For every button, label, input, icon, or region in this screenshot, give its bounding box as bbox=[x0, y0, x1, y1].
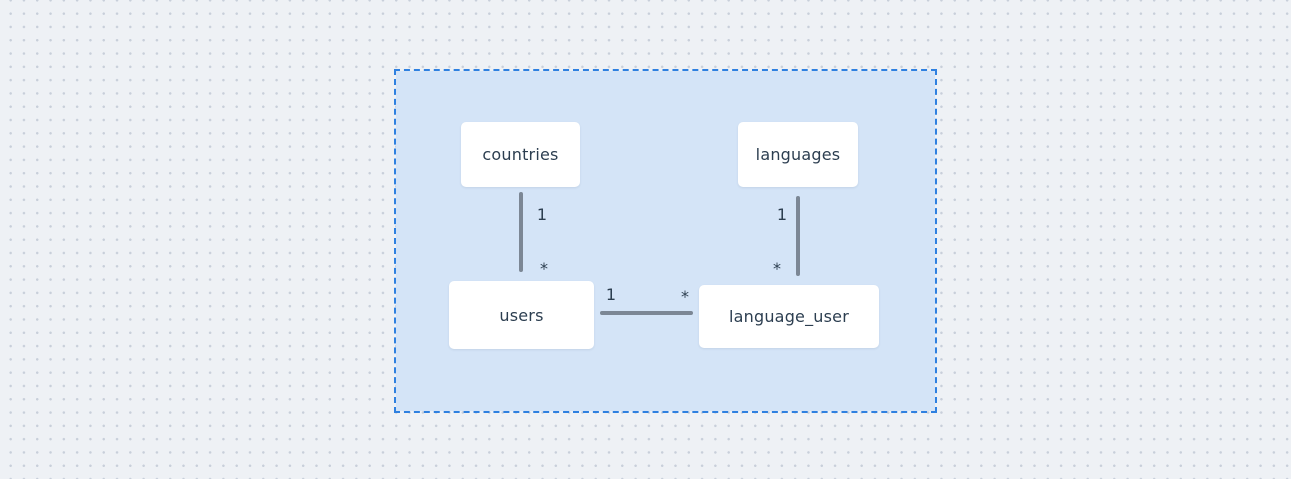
node-language-user-label: language_user bbox=[729, 307, 849, 326]
edge-countries-users[interactable] bbox=[519, 192, 523, 272]
edge-label-users-languageuser-start: 1 bbox=[605, 285, 617, 304]
node-language-user[interactable]: language_user bbox=[699, 285, 879, 348]
node-languages[interactable]: languages bbox=[738, 122, 858, 187]
edge-label-languages-languageuser-start: 1 bbox=[776, 205, 788, 224]
node-countries-label: countries bbox=[482, 145, 559, 164]
selection-group-container[interactable] bbox=[394, 69, 937, 413]
node-users-label: users bbox=[499, 305, 544, 325]
node-countries[interactable]: countries bbox=[461, 122, 580, 187]
edge-label-countries-users-start: 1 bbox=[536, 205, 548, 224]
edge-label-countries-users-end: * bbox=[540, 259, 548, 278]
edge-label-users-languageuser-end: * bbox=[681, 287, 689, 306]
edge-users-language-user[interactable] bbox=[600, 311, 693, 315]
edge-label-languages-languageuser-end: * bbox=[773, 259, 781, 278]
node-users[interactable]: users bbox=[449, 281, 594, 349]
node-languages-label: languages bbox=[755, 145, 841, 164]
edge-languages-language-user[interactable] bbox=[796, 196, 800, 276]
